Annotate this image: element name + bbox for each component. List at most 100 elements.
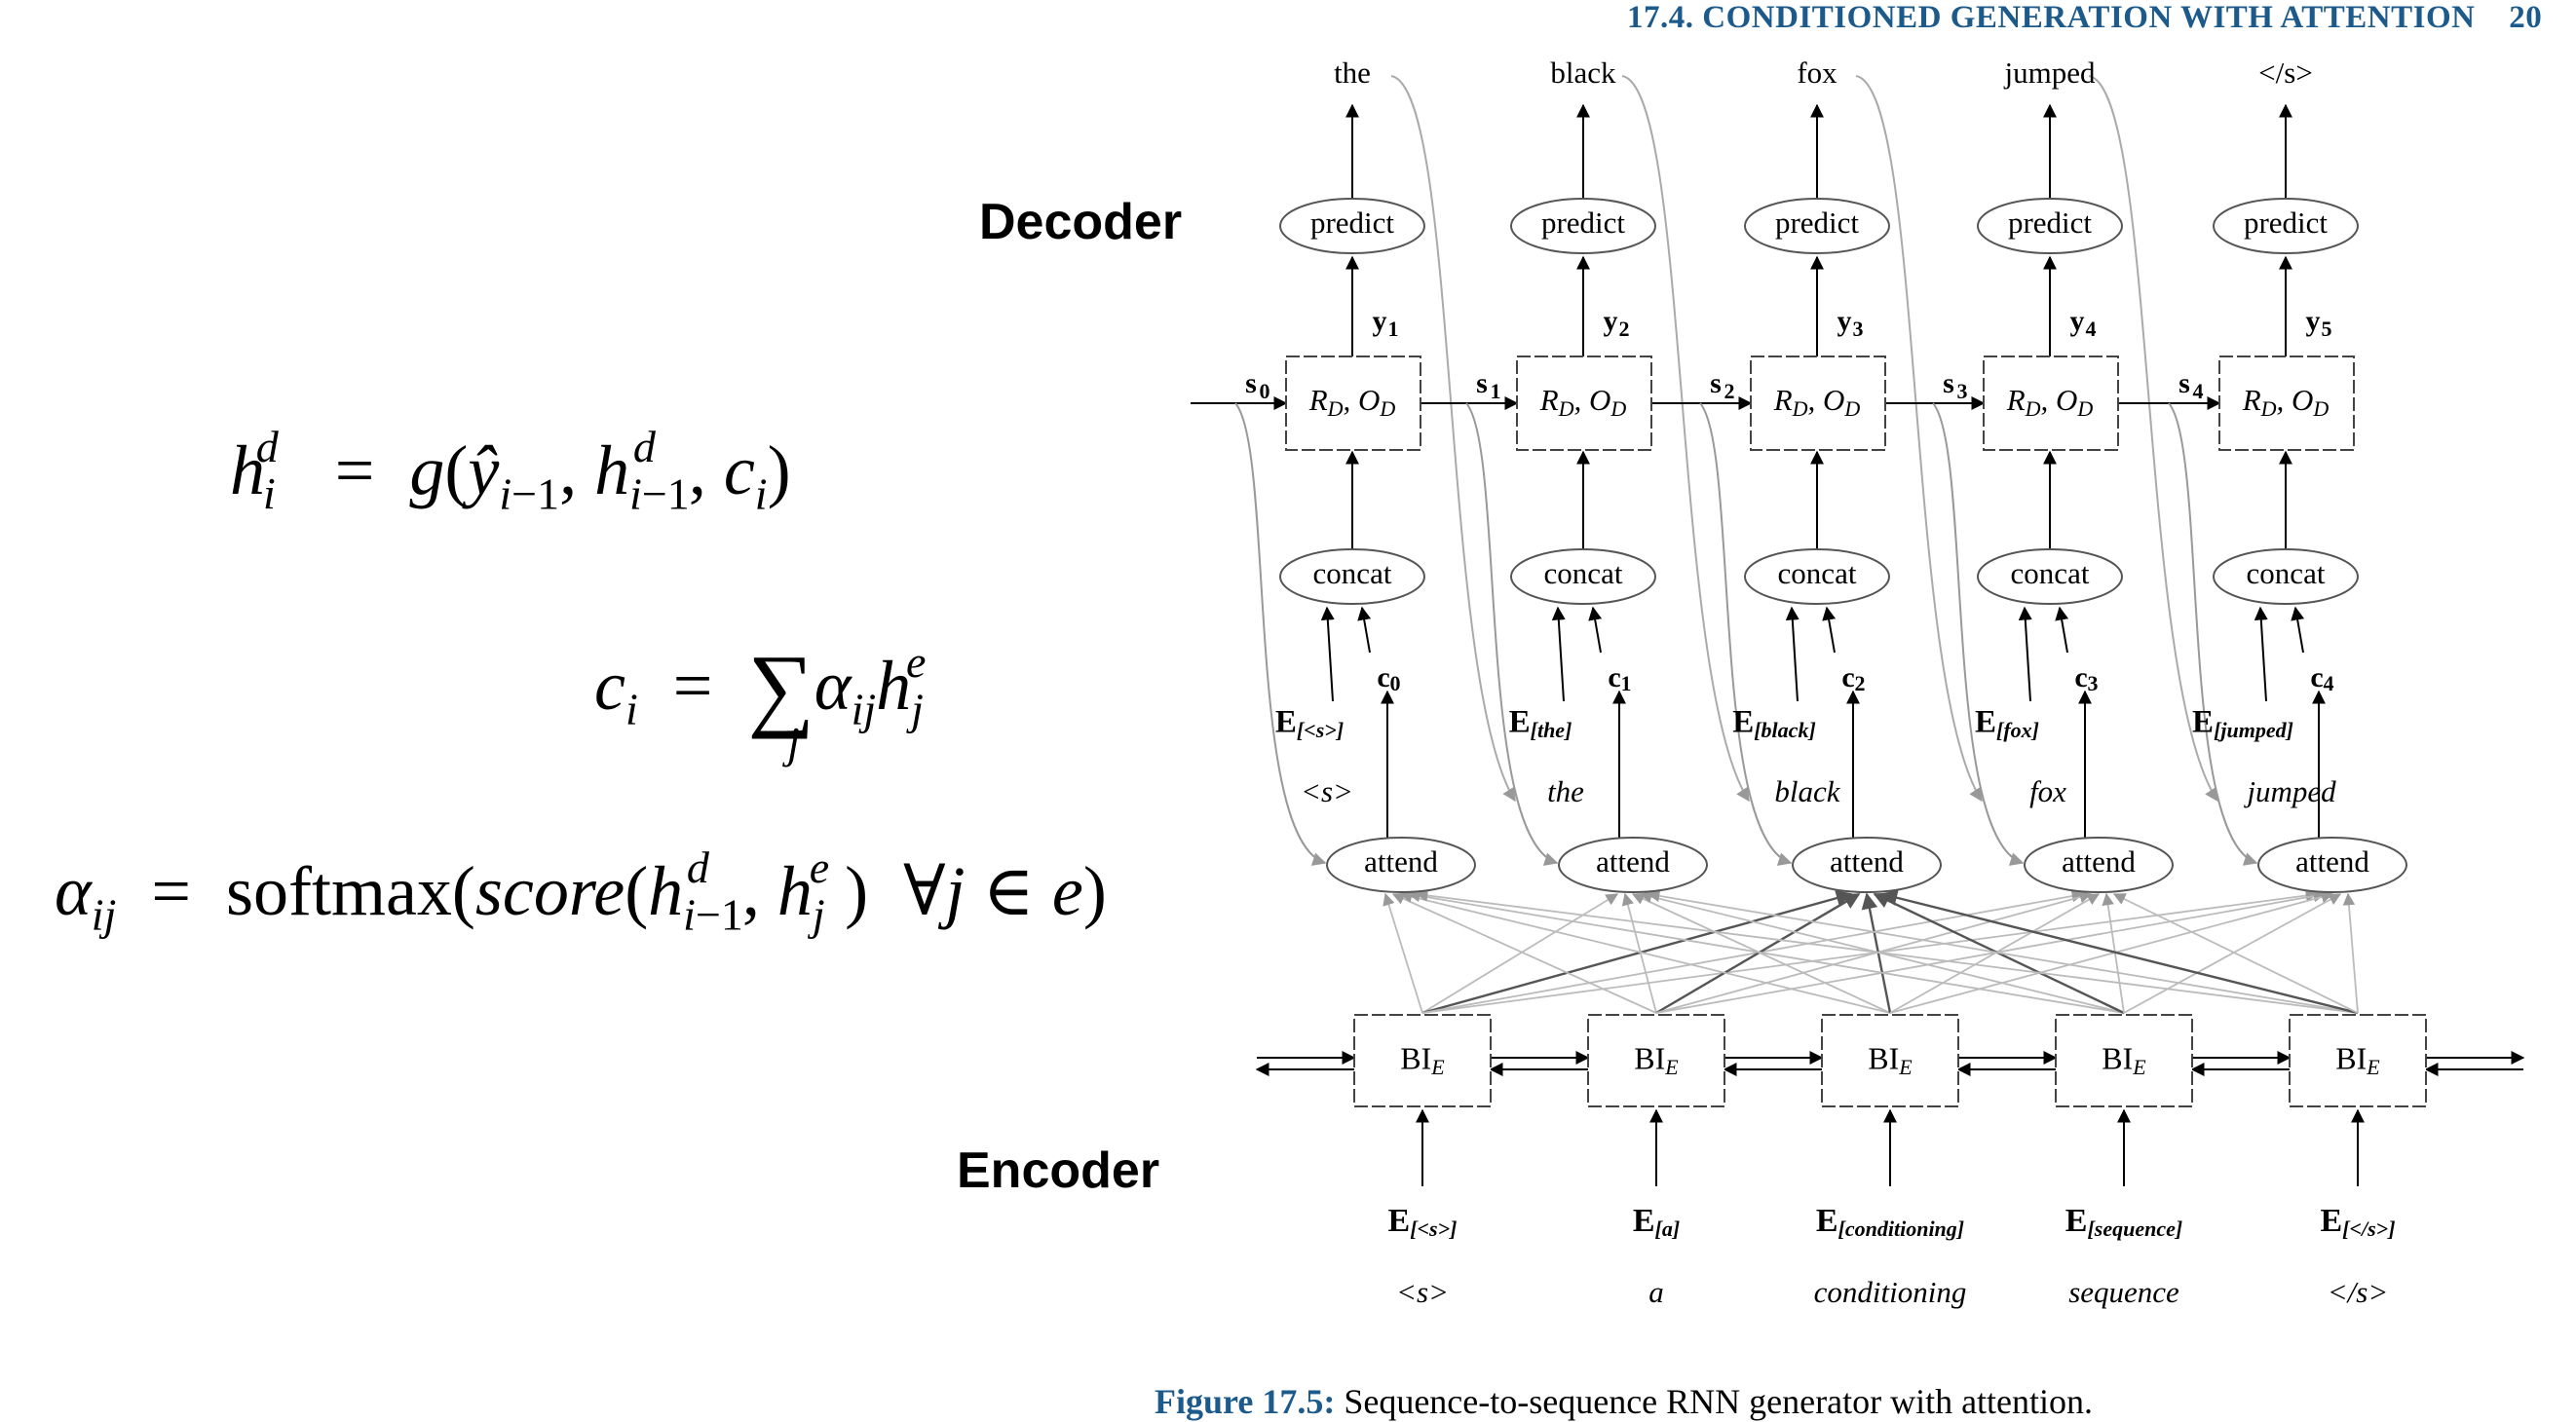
header-section: 17.4. [1627,0,1694,35]
encoder-input-word-0: <s> [1396,1275,1449,1309]
attention-link-2-4 [1889,890,2334,1014]
output-word-1: black [1550,56,1616,90]
attention-link-1-1 [1621,892,1657,1014]
attention-link-0-2 [1421,889,1853,1015]
concat-label-1: concat [1544,556,1623,590]
y-label-sub-4: 5 [2322,317,2332,341]
caption-figure-number: Figure 17.5: [1155,1382,1336,1421]
attention-link-2-3 [1889,893,2101,1014]
attention-link-4-2 [1880,889,2359,1015]
feedback-curve-3 [2088,75,2218,803]
encoder-label: Encoder [957,1142,1160,1199]
encoder-input-word-2: conditioning [1814,1275,1967,1309]
header-title: CONDITIONED GENERATION WITH ATTENTION [1702,0,2476,35]
context-to-concat-3 [2055,606,2069,654]
equation-alpha: αij = softmax(score(hi−1d, hje) ∀j ∈ e) [55,842,1107,940]
attention-link-2-0 [1399,890,1891,1014]
rnn-box-0 [1285,356,1421,451]
context-to-concat-0 [1357,606,1372,654]
embed-to-concat-0 [1320,606,1335,702]
equation-context-index: j [787,718,800,767]
y-label-0: y [1373,305,1387,337]
predict-node-4 [2213,198,2359,254]
context-label-1: c [1608,661,1620,693]
attend-label-3: attend [2062,844,2136,879]
attend-label-0: attend [1364,844,1438,879]
embed-to-concat-2 [1785,606,1799,702]
state-label-sub-2: 2 [1724,379,1735,403]
concat-label-0: concat [1313,556,1392,590]
context-label-4: c [2310,661,2323,693]
embed-to-concat-1 [1551,606,1566,702]
y-label-sub-0: 1 [1388,317,1399,341]
output-word-0: the [1334,56,1371,90]
state-label-sub-1: 1 [1491,379,1501,403]
attention-link-3-4 [2123,893,2342,1014]
rnn-box-3 [1983,356,2119,451]
prev-word-4: jumped [2243,774,2336,808]
decoder-embed-3: E[fox] [1975,705,2039,742]
predict-label-4: predict [2244,206,2328,240]
state-to-attend-3 [1932,402,2025,866]
attend-node-2 [1792,837,1942,893]
predict-label-1: predict [1541,206,1625,240]
encoder-input-word-4: </s> [2328,1275,2389,1309]
y-label-1: y [1604,305,1618,337]
equation-hidden-state: hid = g(ŷi−1, hi−1d, ci) [230,422,791,519]
attention-link-4-1 [1647,889,2359,1014]
context-label-sub-1: 1 [1621,671,1632,695]
rnn-label-4: RD, OD [2242,383,2330,421]
rnn-box-2 [1750,356,1886,451]
feedback-curve-2 [1855,75,1983,803]
y-label-sub-1: 2 [1619,317,1630,341]
page-header: 17.4. CONDITIONED GENERATION WITH ATTENT… [1627,0,2542,36]
decoder-embed-4: E[jumped] [2192,705,2293,742]
context-to-concat-4 [2291,606,2305,654]
encoder-box-3 [2055,1014,2193,1107]
attention-link-3-0 [1407,889,2125,1014]
rnn-label-0: RD, OD [1308,383,1396,421]
output-word-3: jumped [2004,56,2096,90]
concat-node-0 [1279,548,1425,605]
state-label-0: s [1245,367,1257,399]
equation-context: ci = ∑αijhje [594,635,927,739]
attention-link-2-2 [1861,892,1892,1014]
header-page: 20 [2509,0,2543,35]
context-label-sub-4: 4 [2324,671,2334,695]
encoder-embed-1: E[a] [1633,1203,1680,1241]
attend-label-2: attend [1830,844,1904,879]
prev-word-0: <s> [1301,774,1353,808]
context-label-2: c [1841,661,1854,693]
context-label-3: c [2074,661,2087,693]
attention-link-0-1 [1421,893,1619,1014]
feedback-curve-1 [1621,75,1750,803]
concat-label-3: concat [2011,556,2090,590]
embed-to-concat-3 [2018,606,2032,702]
y-label-3: y [2070,305,2085,337]
prev-word-3: fox [2029,774,2066,808]
encoder-box-0 [1353,1014,1492,1107]
encoder-label-2: BIE [1868,1040,1913,1079]
context-label-0: c [1377,661,1389,693]
y-label-4: y [2306,305,2321,337]
y-label-2: y [1837,305,1852,337]
attention-link-1-0 [1391,892,1657,1014]
prev-word-2: black [1774,774,1840,808]
context-label-sub-3: 3 [2088,671,2099,695]
attention-link-4-4 [2342,892,2359,1014]
predict-label-2: predict [1775,206,1859,240]
context-label-sub-2: 2 [1855,671,1866,695]
state-to-attend-4 [2168,402,2258,866]
state-label-sub-3: 3 [1957,379,1968,403]
y-label-sub-2: 3 [1853,317,1864,341]
state-label-4: s [2178,367,2190,399]
encoder-embed-0: E[<s>] [1388,1203,1458,1241]
encoder-box-2 [1821,1014,1959,1107]
attention-link-4-3 [2112,893,2359,1014]
predict-label-3: predict [2008,206,2092,240]
concat-node-3 [1977,548,2123,605]
context-to-concat-1 [1588,606,1603,654]
y-label-sub-3: 4 [2086,317,2097,341]
attend-label-1: attend [1596,844,1670,879]
attend-node-4 [2257,837,2407,893]
